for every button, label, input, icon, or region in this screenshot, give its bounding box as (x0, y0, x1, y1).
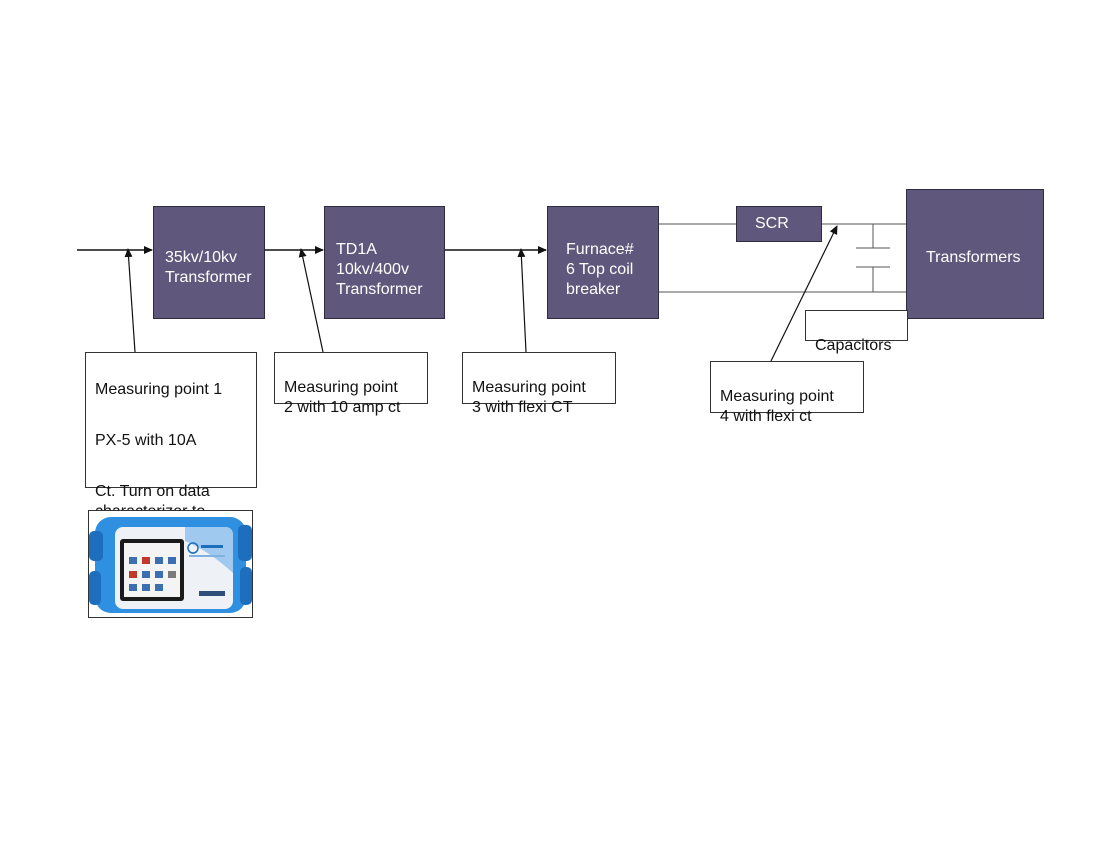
scr-block: SCR (736, 206, 822, 242)
pointer-mp2 (298, 248, 324, 353)
capacitor-symbol (856, 224, 890, 292)
td1a-transformer-block: TD1A 10kv/400v Transformer (324, 206, 445, 319)
block-label: TD1A 10kv/400v Transformer (336, 241, 423, 298)
pointer-mp1 (124, 248, 136, 353)
block-label: Transformers (926, 249, 1021, 266)
block-label: SCR (755, 215, 789, 232)
transformer-35kv-block: 35kv/10kv Transformer (153, 206, 265, 319)
mp4-text: Measuring point 4 with flexi ct (720, 388, 834, 425)
mp3-text: Measuring point 3 with flexi CT (472, 379, 586, 416)
capacitors-text: Capacitors (815, 337, 892, 354)
transformers-block: Transformers (906, 189, 1044, 319)
mp1-title: Measuring point 1 (95, 381, 223, 398)
measuring-point-3-callout: Measuring point 3 with flexi CT (462, 352, 616, 416)
power-analyzer-icon (89, 517, 252, 613)
mp1-device: PX-5 with 10A (95, 432, 197, 449)
block-label: Furnace# 6 Top coil breaker (566, 241, 634, 298)
furnace-breaker-block: Furnace# 6 Top coil breaker (547, 206, 659, 319)
capacitors-label: Capacitors (805, 310, 908, 354)
pointer-mp4 (770, 225, 838, 362)
pointer-mp3 (517, 248, 527, 353)
measuring-point-4-callout: Measuring point 4 with flexi ct (710, 361, 864, 425)
block-label: 35kv/10kv Transformer (165, 249, 252, 286)
measuring-point-1-callout: Measuring point 1 PX-5 with 10A Ct. Turn… (85, 352, 257, 540)
mp2-text: Measuring point 2 with 10 amp ct (284, 379, 401, 416)
power-analyzer-image (88, 510, 253, 618)
measuring-point-2-callout: Measuring point 2 with 10 amp ct (274, 352, 428, 416)
